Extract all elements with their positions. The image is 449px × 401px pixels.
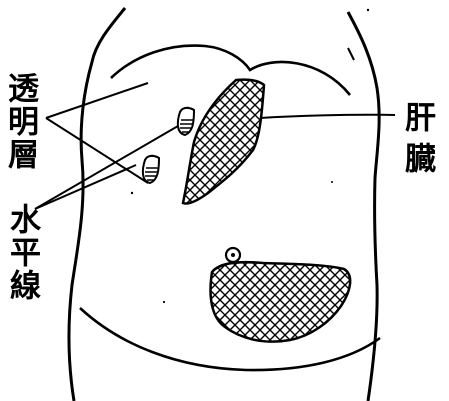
scan-speck	[331, 181, 333, 183]
scan-speck	[131, 192, 133, 194]
translucent-layer-label: 透明層	[4, 72, 35, 171]
scan-speck	[163, 301, 165, 303]
horizontal-line-label: 水平線	[6, 203, 37, 302]
liver-leader	[260, 115, 395, 118]
navel-dot	[231, 253, 235, 257]
translucent-layer-leader-1	[46, 83, 148, 118]
right-contour-mark	[348, 48, 354, 60]
liver-label: 肝臓	[401, 101, 432, 183]
body-left-outline	[69, 8, 125, 401]
horizontal-line-leader-2	[35, 165, 136, 209]
scan-speck	[367, 9, 369, 11]
lower-air-fluid-level-icon	[143, 156, 159, 183]
stomach-shading	[211, 262, 351, 341]
liver-shading	[183, 80, 264, 204]
upper-air-fluid-level-icon	[178, 108, 194, 135]
